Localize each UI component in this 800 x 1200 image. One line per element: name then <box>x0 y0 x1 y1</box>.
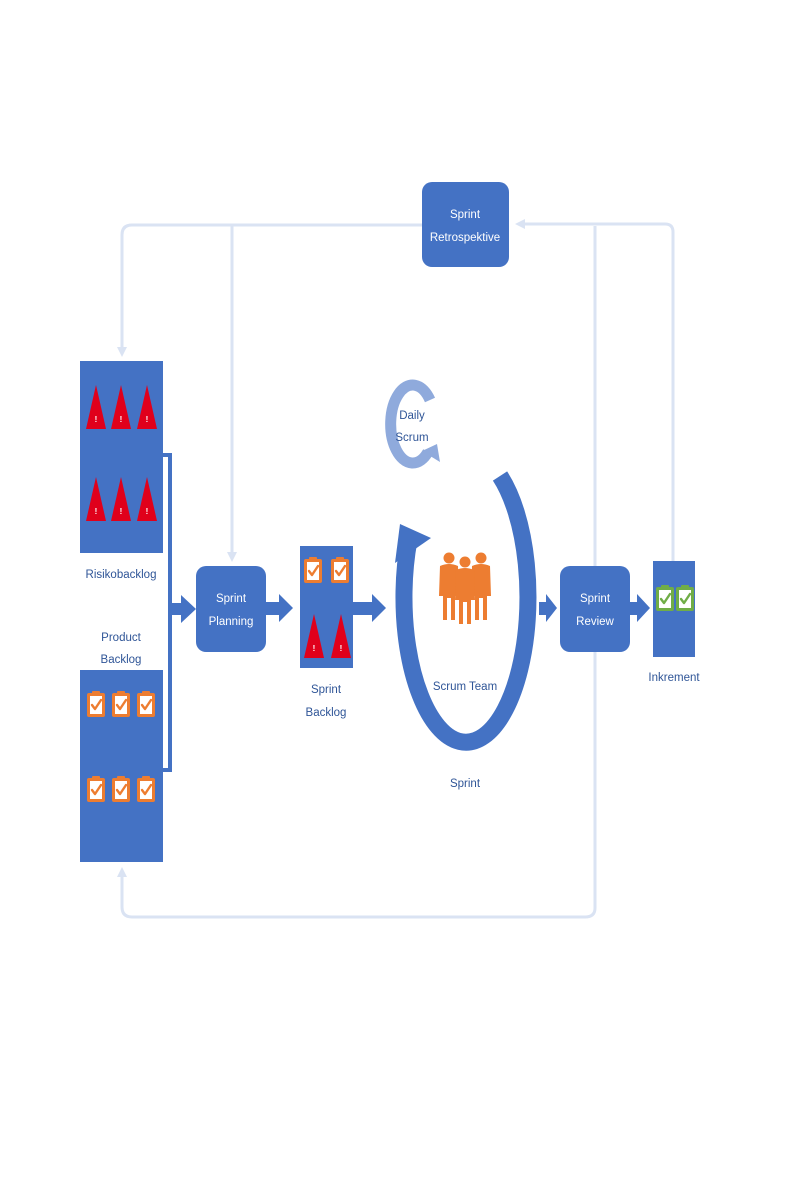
sprint-planning-label-line1: Sprint <box>216 593 247 605</box>
inkrement-to-retro-arrow <box>515 219 675 562</box>
clipboard-icon <box>135 689 157 719</box>
scrum-team-label: Scrum Team <box>433 681 497 693</box>
daily-scrum-label-line1: Daily <box>399 410 425 422</box>
review-to-inkrement-arrow <box>630 594 650 622</box>
clipboard-icon <box>110 689 132 719</box>
sprint-backlog-to-sprint-arrow <box>353 594 386 622</box>
sprint-retrospektive-box[interactable]: Sprint Retrospektive <box>422 182 509 267</box>
sprint-planning-box[interactable]: Sprint Planning <box>196 566 266 652</box>
review-to-product-backlog-arrow <box>117 650 597 919</box>
sprint-review-label-line1: Sprint <box>580 593 611 605</box>
clipboard-icon <box>674 583 696 613</box>
feedback-lines <box>117 219 675 919</box>
sprint-review-box[interactable]: Sprint Review <box>560 566 630 652</box>
scrum-team-icon <box>439 552 491 624</box>
clipboard-icon <box>302 555 324 585</box>
inkrement-box[interactable] <box>653 561 696 657</box>
risikobacklog-box[interactable] <box>80 361 163 553</box>
clipboard-icon <box>329 555 351 585</box>
product-backlog-label-line1: Product <box>101 632 141 644</box>
sprint-label: Sprint <box>450 778 481 790</box>
risikobacklog-label: Risikobacklog <box>86 569 157 581</box>
clipboard-icon <box>110 774 132 804</box>
retrospektive-label-line2: Retrospektive <box>430 232 500 244</box>
retrospektive-label-line1: Sprint <box>450 209 481 221</box>
product-backlog-box[interactable] <box>80 670 163 862</box>
clipboard-icon <box>135 774 157 804</box>
sprint-to-review-arrow <box>539 594 557 622</box>
sprint-backlog-label-line2: Backlog <box>306 707 347 719</box>
sprint-backlog-label-line1: Sprint <box>311 684 342 696</box>
sprint-planning-label-line2: Planning <box>209 616 254 628</box>
product-backlog-label-line2: Backlog <box>101 654 142 666</box>
sprint-cycle-arrow <box>395 471 537 751</box>
daily-scrum-label-line2: Scrum <box>395 432 428 444</box>
sprint-review-label-line2: Review <box>576 616 614 628</box>
daily-scrum-cycle: Daily Scrum <box>385 379 440 469</box>
sprint-backlog-box[interactable] <box>300 546 353 668</box>
planning-to-sprint-backlog-arrow <box>266 594 293 622</box>
clipboard-icon <box>85 774 107 804</box>
clipboard-icon <box>85 689 107 719</box>
retro-to-risikobacklog-arrow <box>117 223 422 357</box>
inkrement-label: Inkrement <box>648 672 700 684</box>
clipboard-icon <box>654 583 676 613</box>
backlog-merge-connector <box>163 453 196 772</box>
